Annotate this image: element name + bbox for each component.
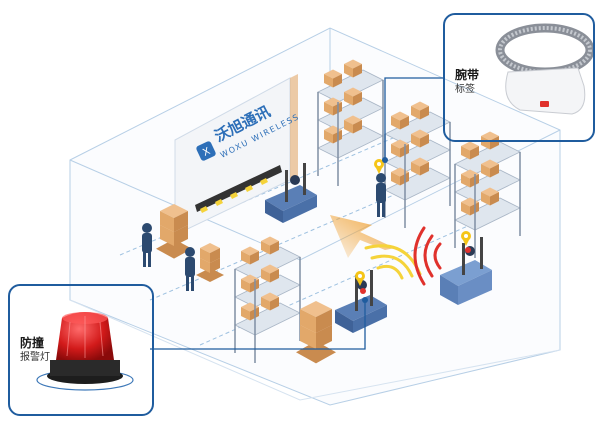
pallet-icon: [296, 301, 336, 364]
location-pin-icon: [374, 159, 384, 174]
forklift-icon: [265, 163, 317, 223]
dock-stripes: [195, 165, 282, 213]
alarm-light-icon: [360, 288, 366, 294]
wristband-callout-title: 腕带: [455, 68, 480, 82]
brand-logo-text: X: [201, 146, 212, 159]
worker-icon: [142, 223, 152, 267]
shelf-icon: [384, 101, 451, 228]
wristband-callout: 腕带 标签: [443, 13, 595, 142]
callout-connectors: [150, 77, 443, 350]
worker-icon: [376, 173, 386, 217]
alarm-signal-wave-icon: [413, 226, 442, 286]
forklift-icon: [440, 237, 492, 305]
shelving-racks: [234, 59, 521, 363]
shelf-icon: [234, 236, 301, 363]
forklift-icon: [335, 270, 387, 333]
alarm-callout-title: 防撞: [20, 336, 45, 350]
brand-logo-icon: X: [196, 141, 216, 161]
shelf-icon: [317, 59, 384, 186]
shelf-icon: [454, 131, 521, 258]
connector-dot: [362, 297, 368, 303]
location-pin-icon: [355, 271, 365, 286]
alarm-light-icon: [36, 312, 134, 391]
connector-dot: [382, 157, 388, 163]
worker-icon: [185, 247, 195, 291]
alarm-callout: 防撞 报警灯: [8, 284, 154, 416]
pallet-stacks: [156, 204, 336, 364]
alarm-callout-subtitle: 报警灯: [20, 352, 50, 363]
pallet-icon: [156, 204, 192, 259]
alarm-light-icon: [465, 247, 471, 253]
location-pin-icon: [461, 231, 471, 246]
wristband-tag-icon: [495, 23, 595, 115]
wristband-callout-subtitle: 标签: [455, 84, 475, 95]
pallet-icon: [196, 243, 224, 282]
